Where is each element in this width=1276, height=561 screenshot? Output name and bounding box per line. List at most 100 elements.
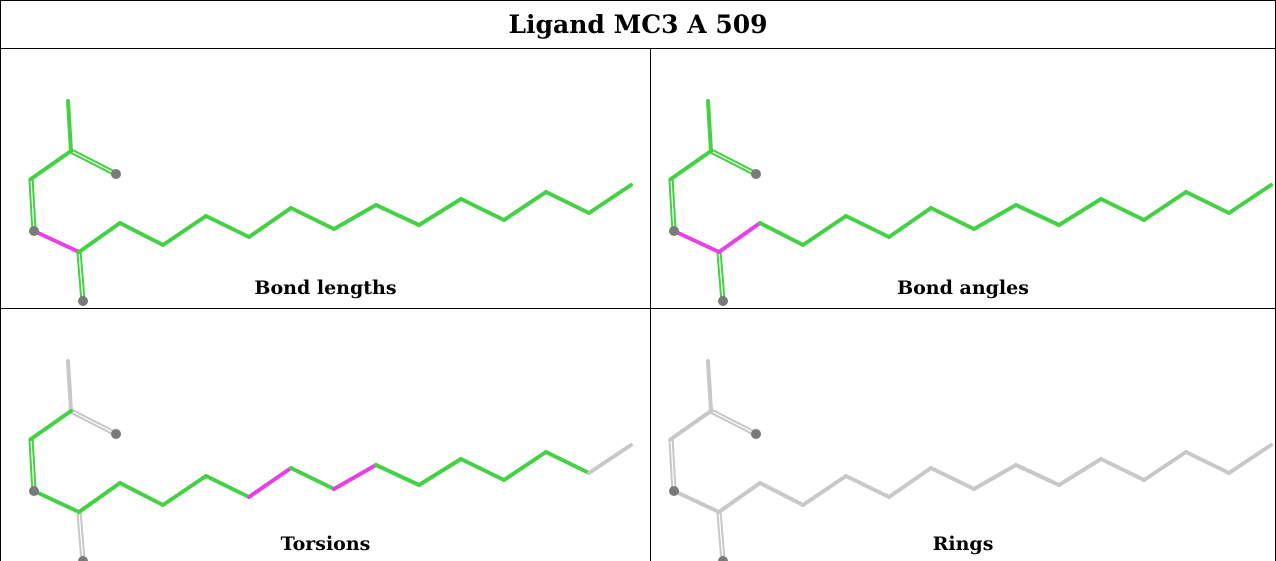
- bond-2: [29, 149, 73, 181]
- atom-sphere: [78, 556, 88, 561]
- bond-18: [1227, 183, 1273, 215]
- bond-17: [544, 450, 591, 475]
- bond-16: [1142, 190, 1188, 222]
- caption-rings: Rings: [932, 533, 994, 555]
- torsions-molecule: [28, 359, 633, 561]
- bond-10: [887, 466, 933, 499]
- bond-1: [69, 411, 117, 437]
- bond-3: [28, 178, 34, 233]
- bond-3: [671, 437, 677, 492]
- bond-10: [887, 206, 933, 239]
- bond-3: [668, 438, 674, 493]
- bond-3: [31, 177, 37, 232]
- bond-0: [706, 99, 713, 153]
- bond-6: [77, 481, 122, 514]
- bond-9: [204, 214, 251, 239]
- atom-sphere: [718, 296, 728, 306]
- bond-11: [929, 206, 976, 231]
- bond-6: [717, 221, 762, 254]
- bond-15: [1099, 197, 1146, 222]
- bond-15: [459, 197, 506, 222]
- bond-13: [374, 463, 421, 487]
- bond-lengths-molecule: [28, 99, 633, 306]
- bond-10: [247, 206, 293, 239]
- table-border-top: [0, 0, 1276, 1]
- bond-5: [716, 251, 723, 303]
- bond-4: [672, 229, 721, 254]
- bond-8: [801, 214, 848, 247]
- bond-5: [79, 250, 86, 302]
- bond-1: [70, 148, 118, 174]
- bond-0: [66, 99, 73, 153]
- table-border-left: [0, 0, 1, 561]
- bond-15: [1099, 457, 1146, 482]
- bond-11: [289, 466, 336, 491]
- rings-molecule: [668, 359, 1273, 561]
- bond-14: [1057, 457, 1103, 487]
- bond-6: [717, 481, 762, 514]
- atom-sphere: [29, 226, 39, 236]
- bond-16: [502, 190, 548, 222]
- bond-1: [709, 151, 757, 177]
- bond-5: [716, 511, 723, 561]
- bond-6: [77, 221, 122, 254]
- bond-3: [31, 437, 37, 492]
- bond-10: [247, 466, 293, 499]
- caption-bond-angles: Bond angles: [897, 277, 1029, 299]
- bond-1: [710, 148, 758, 174]
- ligand-title: Ligand MC3 A 509: [508, 9, 768, 39]
- bond-8: [161, 214, 208, 247]
- atom-sphere: [29, 486, 39, 496]
- bond-4: [32, 489, 81, 514]
- column-divider: [650, 48, 651, 561]
- bond-5: [719, 250, 726, 302]
- atom-sphere: [669, 226, 679, 236]
- bond-1: [709, 411, 757, 437]
- bond-7: [118, 481, 165, 507]
- atom-sphere: [751, 169, 761, 179]
- bond-18: [587, 443, 633, 475]
- atom-sphere: [669, 486, 679, 496]
- bond-5: [719, 510, 726, 561]
- bond-2: [669, 409, 713, 441]
- caption-torsions: Torsions: [280, 533, 371, 555]
- bond-12: [972, 203, 1018, 231]
- bond-18: [587, 183, 633, 215]
- bond-2: [29, 409, 73, 441]
- bond-17: [1184, 450, 1231, 475]
- bond-11: [289, 206, 336, 231]
- bond-13: [374, 203, 421, 227]
- bond-0: [66, 359, 73, 413]
- bond-12: [972, 463, 1018, 491]
- bond-3: [668, 178, 674, 233]
- bond-7: [758, 221, 805, 247]
- bond-7: [118, 221, 165, 247]
- bond-9: [204, 474, 251, 499]
- atom-sphere: [111, 429, 121, 439]
- bond-1: [69, 151, 117, 177]
- bond-0: [706, 359, 713, 413]
- bond-5: [79, 510, 86, 561]
- atom-sphere: [751, 429, 761, 439]
- bond-3: [671, 177, 677, 232]
- bond-14: [417, 457, 463, 487]
- bond-15: [459, 457, 506, 482]
- panel-bond-angles: Bond angles: [651, 49, 1275, 308]
- atom-sphere: [111, 169, 121, 179]
- bond-12: [332, 203, 378, 231]
- atom-sphere: [78, 296, 88, 306]
- bond-4: [672, 489, 721, 514]
- bond-8: [801, 474, 848, 507]
- bond-11: [929, 466, 976, 491]
- bond-18: [1227, 443, 1273, 475]
- bond-16: [1142, 450, 1188, 482]
- title-divider: [0, 48, 1276, 49]
- bond-17: [544, 190, 591, 215]
- bond-7: [758, 481, 805, 507]
- bond-13: [1014, 463, 1061, 487]
- panel-rings: Rings: [651, 309, 1275, 561]
- bond-5: [76, 511, 83, 561]
- bond-9: [844, 474, 891, 499]
- bond-9: [844, 214, 891, 239]
